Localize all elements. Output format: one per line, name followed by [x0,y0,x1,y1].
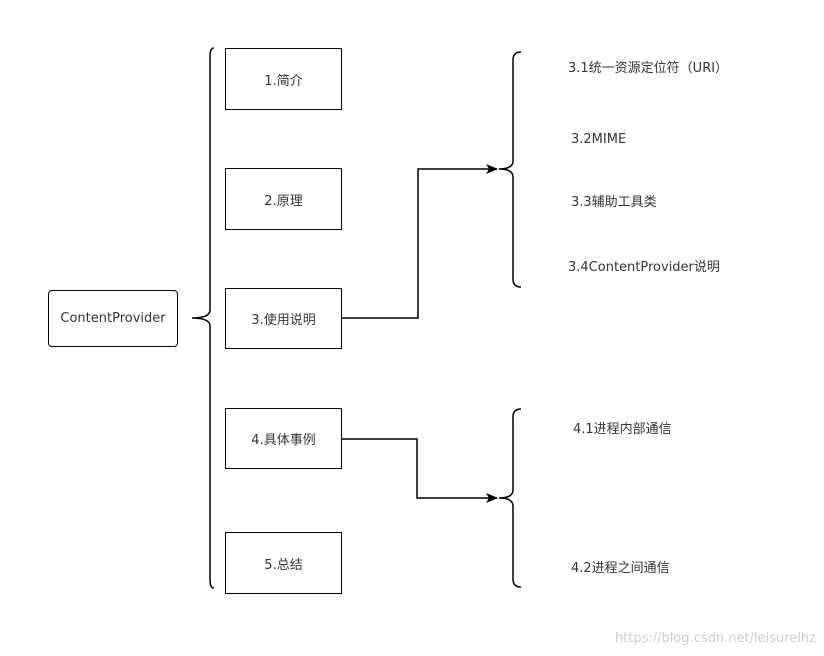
leaf-label-mime: 3.2MIME [571,132,627,147]
root-node-label: ContentProvider [60,311,166,326]
section-node-label: 2.原理 [264,193,303,209]
leaf-label-uri: 3.1统一资源定位符（URI） [568,61,729,76]
watermark-text: https://blog.csdn.net/leisurelhz [614,631,816,646]
section-node-examples[interactable]: 4.具体事例 [225,408,342,469]
section4-connector [342,438,498,503]
section-node-label: 4.具体事例 [251,433,316,448]
root-node[interactable]: ContentProvider [48,290,178,347]
section-node-label: 5.总结 [264,557,303,573]
root-brace [191,47,215,589]
leaf-label-intra-process: 4.1进程内部通信 [573,422,672,437]
section4-brace [498,408,522,588]
section-node-label: 3.使用说明 [251,313,316,328]
section-node-principle[interactable]: 2.原理 [225,168,342,230]
section-node-intro[interactable]: 1.简介 [225,48,342,110]
leaf-label-contentprovider-desc: 3.4ContentProvider说明 [568,260,720,275]
section-node-usage[interactable]: 3.使用说明 [225,288,342,349]
section3-connector [342,164,498,319]
leaf-label-inter-process: 4.2进程之间通信 [571,561,670,576]
section3-brace [498,51,522,288]
section-node-summary[interactable]: 5.总结 [225,532,342,594]
leaf-label-helper-classes: 3.3辅助工具类 [571,195,657,210]
section-node-label: 1.简介 [264,73,303,89]
